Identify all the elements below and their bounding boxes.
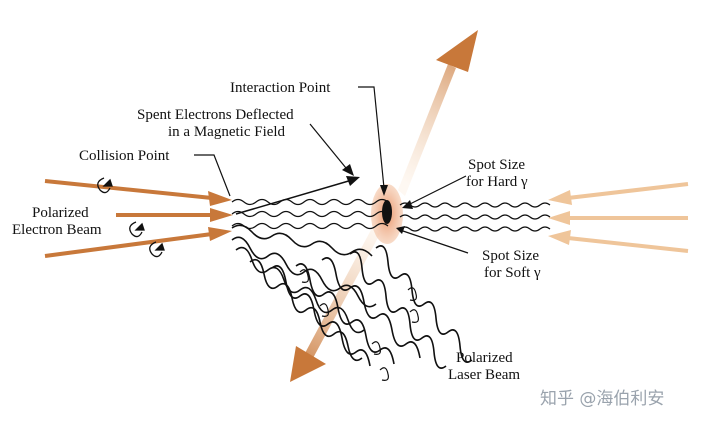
interaction-point-label: Interaction Point: [230, 80, 331, 96]
spot-soft-label-1: Spot Size: [482, 248, 539, 264]
gamma-beam-up: [398, 30, 478, 196]
spot-hard-label-2: for Hard γ: [466, 174, 528, 190]
deflected-arrow-icon: [346, 176, 360, 186]
ip-pointer-icon: [380, 185, 388, 196]
deflected-electron-path: [235, 179, 353, 215]
polarized-electron-label-2: Electron Beam: [12, 222, 102, 238]
arrow-head-up-icon: [436, 30, 478, 72]
watermark: 知乎 @海伯利安: [540, 389, 664, 409]
spent-electrons-label-2: in a Magnetic Field: [168, 124, 286, 140]
hard-spot-pointer-icon: [402, 200, 413, 209]
leader-lines: [194, 86, 469, 254]
soft-spot-pointer-icon: [396, 226, 405, 234]
soft-photon-waves: [231, 224, 473, 369]
electron-beam-arrows: [44, 179, 233, 258]
interaction-point-core: [382, 200, 392, 224]
polarized-laser-label-1: Polarized: [456, 350, 513, 366]
collision-point-label: Collision Point: [79, 148, 170, 164]
spent-electrons-label-1: Spent Electrons Deflected: [137, 107, 294, 123]
arrow-head-down-icon: [290, 346, 326, 382]
laser-beam-arrows-right: [548, 182, 689, 253]
polarized-electron-label-1: Polarized: [32, 205, 89, 221]
spot-hard-label-1: Spot Size: [468, 157, 525, 173]
spot-soft-label-2: for Soft γ: [484, 265, 541, 281]
spin-arrow-icon: [97, 177, 165, 258]
polarization-arrow-icon: [299, 269, 419, 381]
spent-pointer-icon: [342, 164, 354, 176]
polarized-laser-label-2: Laser Beam: [448, 367, 520, 383]
hard-photon-waves: [231, 198, 551, 232]
